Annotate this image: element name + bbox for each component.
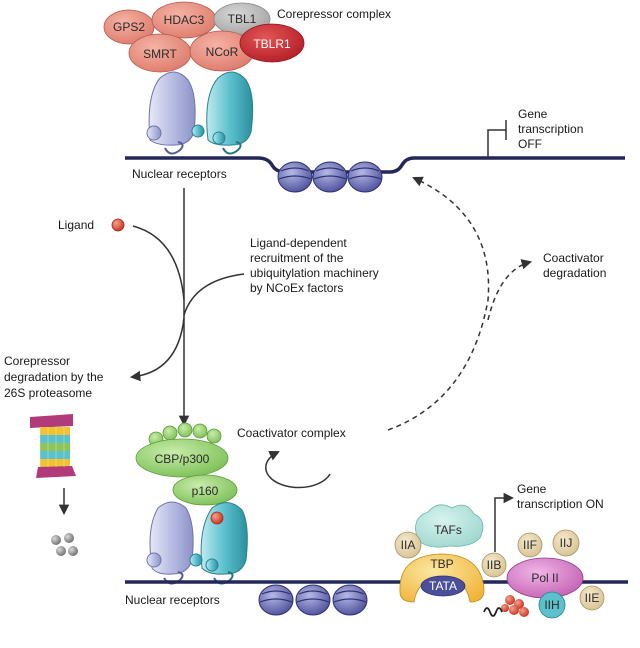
corepressor-complex-label: Corepressor complex xyxy=(277,7,391,21)
iij-label: IIJ xyxy=(560,536,573,550)
cycle-arrow xyxy=(265,451,331,489)
cbp-p300-blob xyxy=(135,438,229,478)
coactivator-complex-label: Coactivator complex xyxy=(237,426,346,440)
pol2-label: Pol II xyxy=(531,571,558,585)
p160-blob xyxy=(172,474,238,506)
return-dashed-arrow xyxy=(387,176,490,431)
cbp-p300-label: CBP/p300 xyxy=(155,452,210,466)
tata-box xyxy=(420,575,466,597)
iib-blob xyxy=(481,552,507,578)
gene-off-bracket xyxy=(487,120,507,158)
pol2-ctd-beads xyxy=(501,595,529,617)
tblr1-blob xyxy=(239,23,305,63)
gene-on-label: Gene transcription ON xyxy=(517,482,604,511)
gps2-label: GPS2 xyxy=(113,20,145,34)
iih-blob xyxy=(538,591,566,619)
corepressor-degradation-arrow xyxy=(129,317,185,382)
nuclear-receptors-top xyxy=(146,71,254,155)
iib-label: IIB xyxy=(487,558,502,572)
tafs-blob xyxy=(415,504,484,548)
transcription-machinery: TAFs IIA TBP TATA IIB Pol II IIF IIJ IIE… xyxy=(394,492,605,619)
coactivator-degradation-label: Coactivator degradation xyxy=(543,251,607,280)
ncor-label: NCoR xyxy=(206,45,239,59)
tata-label: TATA xyxy=(429,579,457,593)
ligand-curve xyxy=(132,225,185,301)
iie-label: IIE xyxy=(585,591,600,605)
coactivator-degradation-arrow xyxy=(487,259,533,321)
iif-blob xyxy=(517,532,543,558)
tafs-label: TAFs xyxy=(434,523,462,537)
hdac3-label: HDAC3 xyxy=(164,13,205,27)
ligand-label: Ligand xyxy=(58,218,94,232)
tbp-label: TBP xyxy=(430,557,453,571)
iie-blob xyxy=(579,585,605,611)
tblr1-label: TBLR1 xyxy=(253,37,291,51)
proteasome xyxy=(30,414,76,478)
nucleosomes-top xyxy=(277,161,383,193)
degraded-fragments xyxy=(51,533,78,556)
nuclear-receptors-top-label: Nuclear receptors xyxy=(132,167,227,181)
gene-on-arrow xyxy=(494,492,515,552)
tbl1-label: TBL1 xyxy=(228,12,257,26)
coactivator-complex: CBP/p300 p160 xyxy=(135,422,238,506)
nuclear-receptors-bottom-label: Nuclear receptors xyxy=(125,593,220,607)
nucleosomes-bottom xyxy=(258,584,368,616)
p160-label: p160 xyxy=(192,484,219,498)
corepressor-complex: GPS2 HDAC3 TBL1 SMRT NCoR TBLR1 xyxy=(103,1,305,73)
iia-label: IIA xyxy=(401,538,416,552)
gene-off-label: Gene transcription OFF xyxy=(518,107,587,151)
nuclear-receptors-bottom xyxy=(146,501,248,585)
ligand-ball xyxy=(111,218,125,232)
ctd-coil xyxy=(483,607,503,617)
iia-blob xyxy=(394,531,422,559)
recruitment-label: Ligand-dependent recruitment of the ubiq… xyxy=(250,236,382,295)
recruitment-curve xyxy=(183,273,245,316)
iij-blob xyxy=(552,529,580,557)
corepressor-degradation-label: Corepressor degradation by the 26S prote… xyxy=(4,354,107,400)
smrt-label: SMRT xyxy=(143,47,177,61)
iif-label: IIF xyxy=(523,538,537,552)
iih-label: IIH xyxy=(544,598,559,612)
